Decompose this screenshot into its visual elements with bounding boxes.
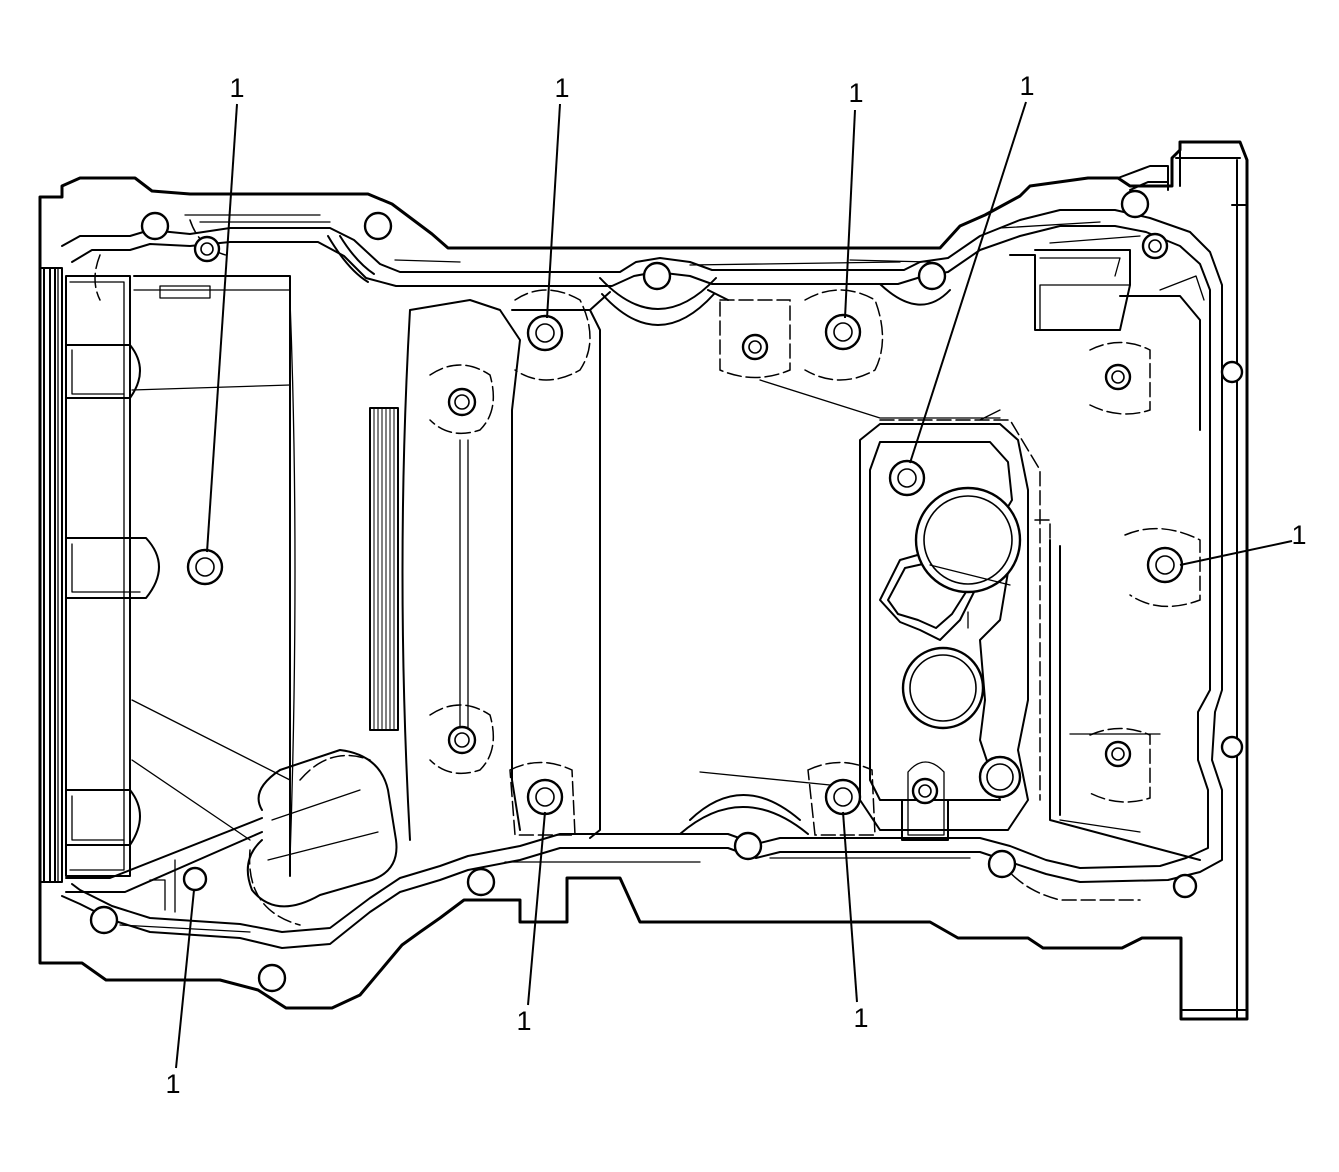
leader-line-c8 [175,889,195,1069]
callout-label-c4: 1 [1019,71,1034,101]
perimeter-holes [89,189,1244,993]
housing-outline [38,140,1249,1021]
left-mount-blocks [65,344,160,846]
callout-label-c1: 1 [229,73,244,103]
leader-line-c1 [206,103,238,553]
bolt-holes [186,313,1184,816]
leader-line-c6 [527,811,546,1006]
callout-label-c8: 1 [165,1069,180,1099]
callout-label-c5: 1 [1291,520,1306,550]
leader-line-c7 [842,811,858,1003]
gasket-rails [61,209,1223,949]
left-drain-tube [65,749,398,913]
callout-layer: 1 1 1 1 1 1 1 1 [165,71,1306,1099]
callout-label-c2: 1 [554,73,569,103]
oil-pickup-casting [859,423,1029,841]
sump-cavity [65,249,1205,877]
leader-line-c2 [546,103,561,319]
threaded-holes [193,232,1169,805]
callout-label-c6: 1 [516,1006,531,1036]
callout-label-c7: 1 [853,1003,868,1033]
leader-line-c4 [909,101,1027,464]
leader-line-c3 [844,109,856,319]
callout-label-c3: 1 [848,78,863,108]
spotface-outlines [94,219,1201,926]
leader-line-c5 [1179,540,1293,566]
